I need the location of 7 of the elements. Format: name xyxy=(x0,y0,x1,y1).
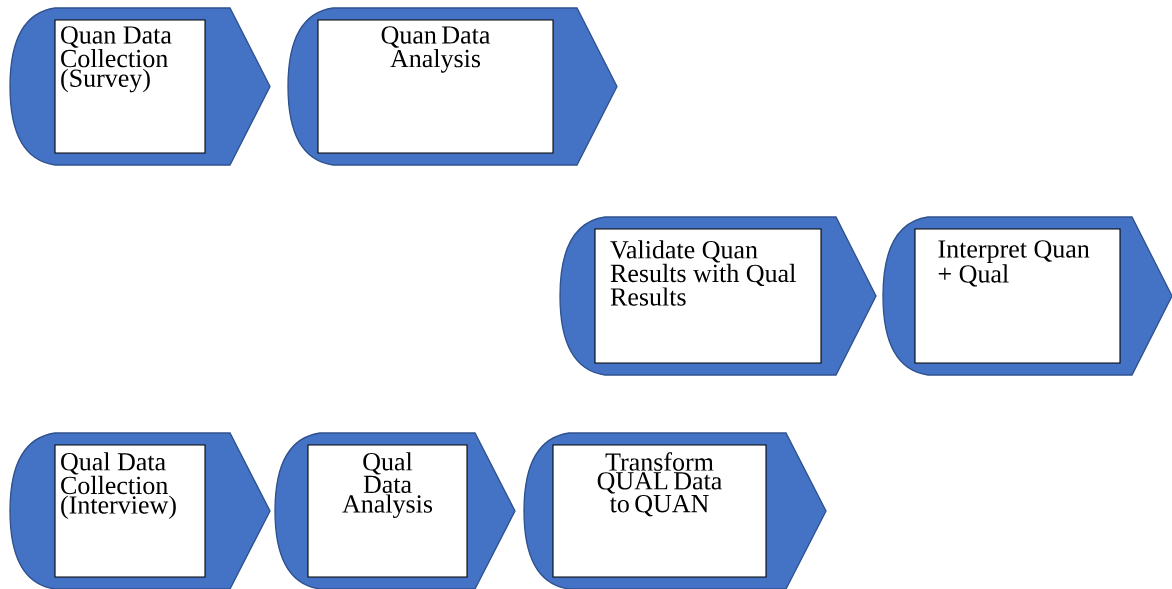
process-step: Transform QUAL Data to QUAN xyxy=(523,432,827,589)
process-step: Quan Data Analysis xyxy=(287,7,618,166)
process-step: Qual Data Collection (Interview) xyxy=(9,432,271,589)
process-step: Interpret Quan + Qual xyxy=(882,216,1172,376)
process-step: Validate Quan Results with Qual Results xyxy=(559,216,877,376)
process-step: Qual Data Analysis xyxy=(274,432,516,589)
process-step: Quan Data Collection (Survey) xyxy=(9,7,271,166)
